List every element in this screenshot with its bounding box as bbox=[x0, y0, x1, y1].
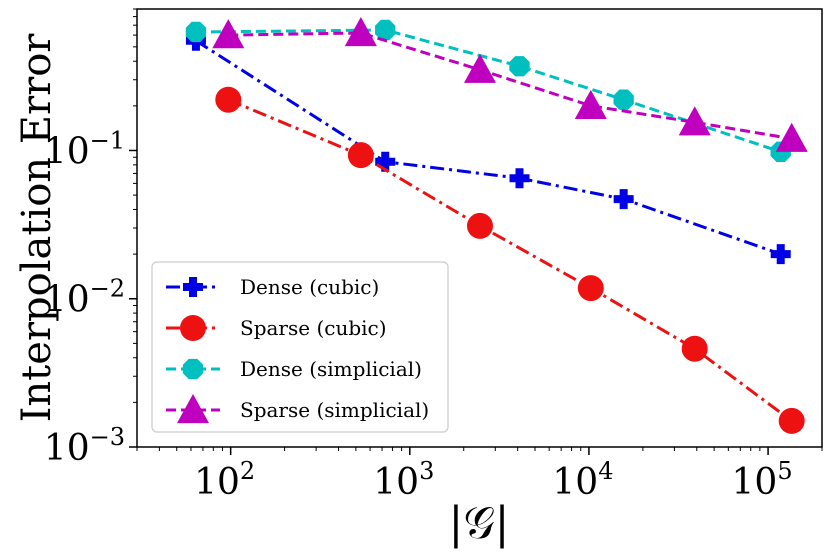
legend-entry: Sparse (simplicial) bbox=[166, 394, 429, 424]
legend-label: Dense (cubic) bbox=[240, 275, 379, 299]
series-3 bbox=[212, 16, 808, 152]
data-point bbox=[678, 106, 711, 136]
series-line bbox=[228, 31, 792, 141]
tick-label: 104 bbox=[552, 457, 613, 503]
series-1 bbox=[215, 86, 805, 434]
y-axis-title: Interpolation Error bbox=[14, 33, 60, 423]
legend-items: Dense (cubic) Sparse (cubic) Dense (simpli… bbox=[166, 275, 429, 424]
data-point bbox=[509, 56, 530, 77]
legend-entry: Sparse (cubic) bbox=[166, 315, 387, 341]
series-layer bbox=[185, 16, 808, 434]
data-point bbox=[185, 21, 207, 43]
y-axis-ticks: 10−3 10−2 10−1 bbox=[44, 8, 137, 469]
legend: Dense (cubic) Sparse (cubic) Dense (simpli… bbox=[151, 261, 449, 433]
data-point bbox=[215, 86, 242, 113]
data-point bbox=[613, 189, 634, 210]
data-point bbox=[770, 244, 791, 265]
legend-entry: Dense (cubic) bbox=[166, 275, 379, 299]
legend-marker bbox=[183, 277, 203, 297]
legend-label: Sparse (cubic) bbox=[240, 316, 387, 340]
legend-marker bbox=[177, 394, 209, 424]
legend-label: Dense (simplicial) bbox=[240, 357, 422, 381]
data-point bbox=[778, 407, 805, 434]
series-line bbox=[227, 98, 793, 423]
legend-entry: Dense (simplicial) bbox=[166, 357, 422, 381]
tick-label: 10−3 bbox=[44, 423, 125, 469]
x-axis-title: |𝒢| bbox=[449, 498, 510, 549]
legend-frame bbox=[151, 261, 449, 433]
data-point bbox=[347, 142, 374, 169]
data-point bbox=[577, 275, 604, 302]
data-point bbox=[613, 89, 634, 110]
legend-marker bbox=[180, 315, 206, 341]
data-point bbox=[681, 335, 708, 362]
tick-label: 103 bbox=[373, 457, 434, 503]
tick-label: 102 bbox=[194, 457, 255, 503]
tick-label: 10−1 bbox=[44, 126, 125, 172]
data-point bbox=[375, 151, 396, 172]
x-axis-ticks: 102 103 104 105 bbox=[136, 447, 823, 503]
legend-marker bbox=[182, 358, 204, 380]
data-point bbox=[574, 89, 607, 119]
tick-label: 10−2 bbox=[44, 275, 125, 321]
data-point bbox=[375, 19, 396, 41]
data-point bbox=[775, 122, 808, 152]
data-point bbox=[212, 19, 245, 49]
data-point bbox=[466, 212, 493, 239]
data-point bbox=[463, 53, 496, 83]
series-line bbox=[195, 28, 782, 154]
tick-label: 105 bbox=[732, 457, 793, 503]
data-point bbox=[509, 168, 530, 189]
legend-label: Sparse (simplicial) bbox=[240, 398, 429, 422]
data-point bbox=[344, 16, 377, 47]
